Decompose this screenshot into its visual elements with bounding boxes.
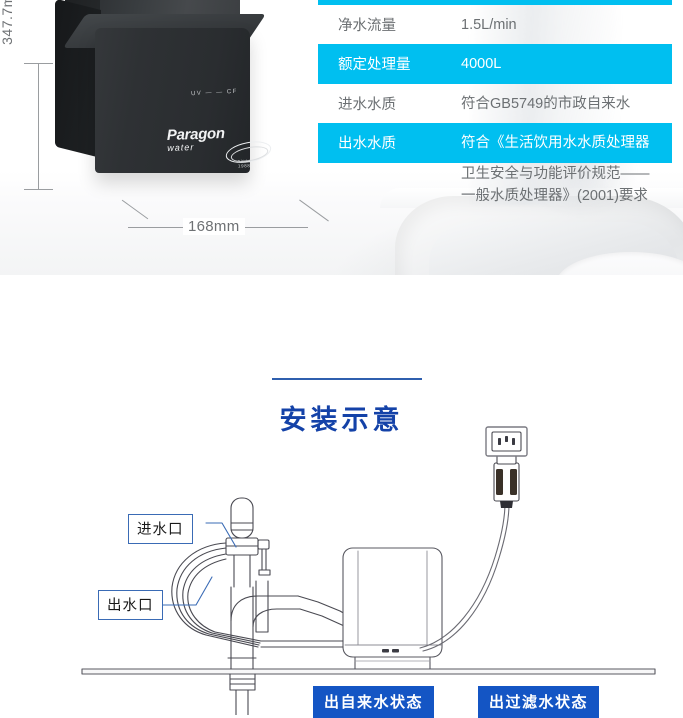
purifier-unit bbox=[342, 547, 443, 670]
water-supply-line bbox=[260, 640, 344, 648]
callout-leader-lines bbox=[159, 522, 237, 606]
spec-table-top-strip bbox=[318, 0, 672, 5]
page-title: 安装示意 bbox=[279, 405, 404, 435]
wall-outlet bbox=[485, 426, 528, 457]
spec-value: 1.5L/min bbox=[461, 17, 517, 33]
brand-since-text: since 1988 bbox=[237, 158, 252, 169]
table-row: 额定处理量 4000L bbox=[318, 44, 672, 84]
spec-key: 出水水质 bbox=[338, 136, 396, 153]
height-dim-bottom-cap bbox=[24, 189, 53, 190]
width-dim-label: 168mm bbox=[183, 218, 245, 235]
state-button-tap-water[interactable]: 出自来水状态 bbox=[313, 686, 435, 718]
spec-value: 符合《生活饮用水水质处理器 bbox=[461, 135, 650, 152]
diverter-valve bbox=[225, 497, 271, 588]
power-cord bbox=[419, 502, 510, 652]
power-plug bbox=[493, 454, 520, 508]
product-photo-section: UV — — CF Paragon water since 1988 347.7… bbox=[0, 0, 683, 275]
callout-water-inlet: 进水口 bbox=[128, 514, 193, 544]
uv-cf-indicator-label: UV — — CF bbox=[190, 88, 238, 98]
inlet-outlet-hoses bbox=[171, 542, 262, 648]
sink-drain bbox=[556, 252, 683, 275]
callout-water-outlet: 出水口 bbox=[98, 590, 163, 620]
spec-value-continuation-line-2: 一般水质处理器》(2001)要求 bbox=[461, 188, 648, 205]
spec-value-continuation-line-1: 卫生安全与功能评价规范—— bbox=[461, 165, 650, 182]
height-dim-line bbox=[38, 63, 39, 189]
installation-diagram-section: 安装示意 bbox=[0, 275, 683, 718]
product-unit-image: UV — — CF Paragon water since 1988 bbox=[55, 0, 325, 210]
kitchen-faucet bbox=[227, 580, 353, 715]
spec-key: 净水流量 bbox=[338, 18, 396, 34]
table-row: 进水水质 符合GB5749的市政自来水 bbox=[318, 84, 672, 123]
brand-name-text: Paragon bbox=[166, 124, 226, 145]
brand-logo: Paragon water since 1988 bbox=[166, 124, 273, 169]
spec-value: 符合GB5749的市政自来水 bbox=[461, 95, 631, 112]
state-button-filtered-water[interactable]: 出过滤水状态 bbox=[478, 686, 600, 718]
table-row: 出水水质 符合《生活饮用水水质处理器 bbox=[318, 123, 672, 163]
spec-value: 4000L bbox=[461, 56, 502, 73]
specification-table: 净水流量 1.5L/min 额定处理量 4000L 进水水质 符合GB5749的… bbox=[318, 0, 672, 208]
table-row: 净水流量 1.5L/min bbox=[318, 5, 672, 44]
spec-key: 额定处理量 bbox=[338, 57, 411, 74]
countertop bbox=[81, 668, 656, 675]
unit-base-body: UV — — CF Paragon water since 1988 bbox=[95, 28, 273, 173]
title-divider bbox=[272, 378, 422, 380]
height-dim-label: 347.7m bbox=[0, 0, 15, 45]
spec-key: 进水水质 bbox=[338, 96, 396, 113]
installation-line-drawing bbox=[81, 426, 656, 715]
